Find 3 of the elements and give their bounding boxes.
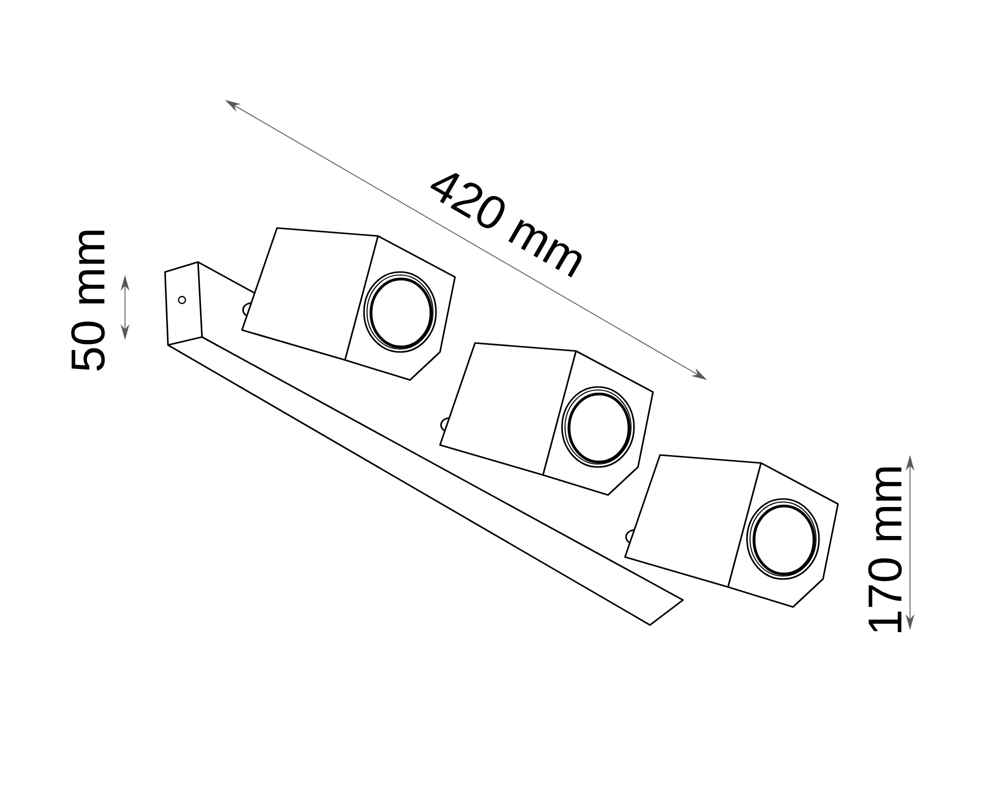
- dimension-label: 420 mm: [430, 173, 582, 278]
- dimension-label: 50 mm: [71, 230, 105, 371]
- dimension-label: 170 mm: [868, 468, 902, 632]
